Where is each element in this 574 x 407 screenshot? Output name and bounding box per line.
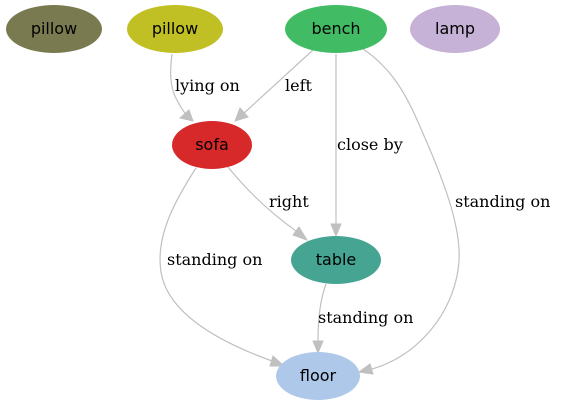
node-label: pillow: [31, 19, 77, 38]
edge-label: close by: [337, 135, 403, 154]
node-label: sofa: [195, 135, 229, 154]
edge-bench-table: close by: [330, 54, 403, 238]
edge-line: [159, 167, 273, 362]
edge-sofa-floor: standing on: [159, 167, 286, 367]
edge-sofa-table: right: [227, 166, 309, 241]
edge-line: [227, 166, 297, 232]
node-label: pillow: [152, 19, 198, 38]
edge-label: left: [285, 76, 313, 95]
node-shape: [172, 121, 252, 169]
edge-bench-floor: standing on: [357, 48, 550, 375]
node-bench[interactable]: bench: [285, 5, 387, 53]
arrowhead: [312, 340, 324, 355]
node-label: floor: [300, 366, 337, 385]
node-pillow-2[interactable]: pillow: [127, 5, 223, 53]
node-shape: [127, 5, 223, 53]
edge-table-floor: standing on: [312, 283, 413, 355]
node-sofa[interactable]: sofa: [172, 121, 252, 169]
node-shape: [291, 236, 381, 284]
node-table[interactable]: table: [291, 236, 381, 284]
arrowhead: [234, 107, 249, 122]
node-shape: [6, 5, 102, 53]
edge-label: right: [269, 192, 309, 211]
arrowhead: [178, 109, 194, 122]
node-shape: [276, 352, 360, 400]
arrowhead: [269, 355, 286, 367]
arrowhead: [330, 223, 342, 238]
node-pillow-1[interactable]: pillow: [6, 5, 102, 53]
node-label: table: [316, 250, 357, 269]
arrowhead: [357, 363, 374, 375]
edge-bench-sofa: left: [234, 49, 314, 122]
node-label: lamp: [435, 19, 475, 38]
node-shape: [285, 5, 387, 53]
node-floor[interactable]: floor: [276, 352, 360, 400]
node-shape: [410, 5, 500, 53]
edge-line: [242, 49, 314, 115]
edge-label: lying on: [175, 76, 240, 95]
edge-label: standing on: [455, 192, 550, 211]
edge-line: [362, 48, 460, 370]
arrowhead: [292, 226, 309, 241]
edge-line: [170, 53, 188, 117]
node-label: bench: [311, 19, 360, 38]
edge-line: [317, 283, 327, 342]
node-lamp[interactable]: lamp: [410, 5, 500, 53]
edge-label: standing on: [167, 250, 262, 269]
edge-pillow-sofa: lying on: [170, 53, 240, 122]
edge-label: standing on: [318, 308, 413, 327]
